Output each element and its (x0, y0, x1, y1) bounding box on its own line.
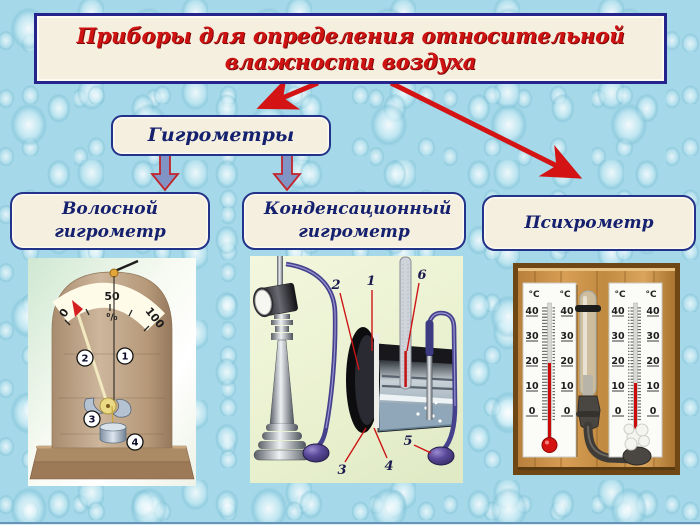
scale-label-percent: ⁰/₀ (106, 313, 117, 323)
part-1: 1 (366, 274, 375, 289)
dry-scale-30-l: 30 (525, 331, 539, 342)
wet-scale-10-l: 10 (611, 381, 625, 392)
node-condensation-label: Конденсационный гигрометр (264, 199, 452, 242)
dry-scale-0-r: 0 (564, 406, 571, 417)
part-numbers: 2 1 6 3 4 5 (330, 268, 426, 478)
left-rubber-tube (285, 261, 338, 451)
part-2: 2 (330, 278, 340, 293)
node-hair-hygrometer: Волосной гигрометр (10, 192, 210, 250)
dry-scale-20-l: 20 (525, 356, 539, 367)
condensation-hygrometer-image: 2 1 6 3 4 5 (250, 256, 463, 483)
wet-scale-10-r: 10 (646, 381, 660, 392)
dry-scale-20-r: 20 (560, 356, 574, 367)
part-4: 4 (384, 459, 393, 474)
wet-thermometer: °C °C 40 40 30 30 20 20 10 10 0 0 (608, 282, 663, 466)
wet-scale-40-r: 40 (646, 306, 660, 317)
arrow-hygrometers-to-hair (150, 152, 180, 192)
dry-scale-30-r: 30 (560, 331, 574, 342)
psychrometer-image: °C °C 40 40 30 30 20 20 10 10 0 0 (513, 263, 680, 475)
water-reservoir-tube (575, 290, 638, 464)
wet-scale-30-l: 30 (611, 331, 625, 342)
node-psychrometer: Психрометр (482, 195, 696, 251)
node-condensation-hygrometer: Конденсационный гигрометр (242, 192, 466, 250)
right-rubber-tube (425, 310, 458, 451)
dew-chamber (346, 327, 456, 433)
wet-scale-20-l: 20 (611, 356, 625, 367)
hygrometer-base (29, 445, 195, 480)
part-5: 5 (403, 434, 412, 449)
wet-celsius-right: °C (645, 290, 657, 300)
hair-hygrometer-image: 0 50 ⁰/₀ 100 (28, 258, 196, 486)
wet-scale-0-r: 0 (650, 406, 657, 417)
dry-thermometer: °C °C 40 40 30 30 20 20 10 10 0 0 (522, 282, 578, 458)
rubber-bulb-left (302, 443, 330, 463)
wet-scale-40-l: 40 (611, 306, 625, 317)
arrow-hygrometers-to-condensation (272, 152, 302, 192)
wet-wick-gauze (622, 423, 652, 466)
arrow-title-to-psychrometer (389, 80, 583, 179)
node-hygrometers-label: Гигрометры (147, 124, 295, 146)
title-box: Приборы для определения относительной вл… (34, 13, 667, 84)
node-psychrometer-label: Психрометр (524, 212, 654, 233)
counterweight (99, 405, 127, 444)
callout-4: 4 (132, 438, 139, 449)
slide-title: Приборы для определения относительной вл… (76, 22, 625, 74)
part-3: 3 (337, 463, 346, 478)
wet-scale-30-r: 30 (646, 331, 660, 342)
node-hygrometers: Гигрометры (111, 115, 331, 156)
wet-celsius-left: °C (614, 290, 626, 300)
mirror-stand (253, 256, 311, 461)
callout-1: 1 (122, 352, 129, 363)
dry-celsius-left: °C (528, 290, 540, 300)
part-6: 6 (417, 268, 426, 283)
slide-bottom-border (0, 522, 700, 524)
callout-3: 3 (89, 415, 96, 426)
wet-scale-0-l: 0 (615, 406, 622, 417)
dry-scale-10-l: 10 (525, 381, 539, 392)
dry-scale-40-r: 40 (560, 306, 574, 317)
node-hair-label: Волосной гигрометр (54, 199, 166, 242)
rubber-bulb-right (427, 446, 455, 466)
hair-thread (109, 259, 139, 404)
chamber-thermometer (399, 256, 412, 390)
wet-scale-20-r: 20 (646, 356, 660, 367)
callout-markers: 1 2 3 4 (76, 347, 144, 451)
arrow-title-to-hygrometers (256, 77, 319, 110)
dry-scale-0-l: 0 (529, 406, 536, 417)
dry-celsius-right: °C (559, 290, 571, 300)
callout-2: 2 (82, 354, 89, 365)
dry-scale-40-l: 40 (525, 306, 539, 317)
leader-lines (339, 282, 432, 463)
dry-scale-10-r: 10 (560, 381, 574, 392)
scale-label-50: 50 (104, 290, 120, 303)
